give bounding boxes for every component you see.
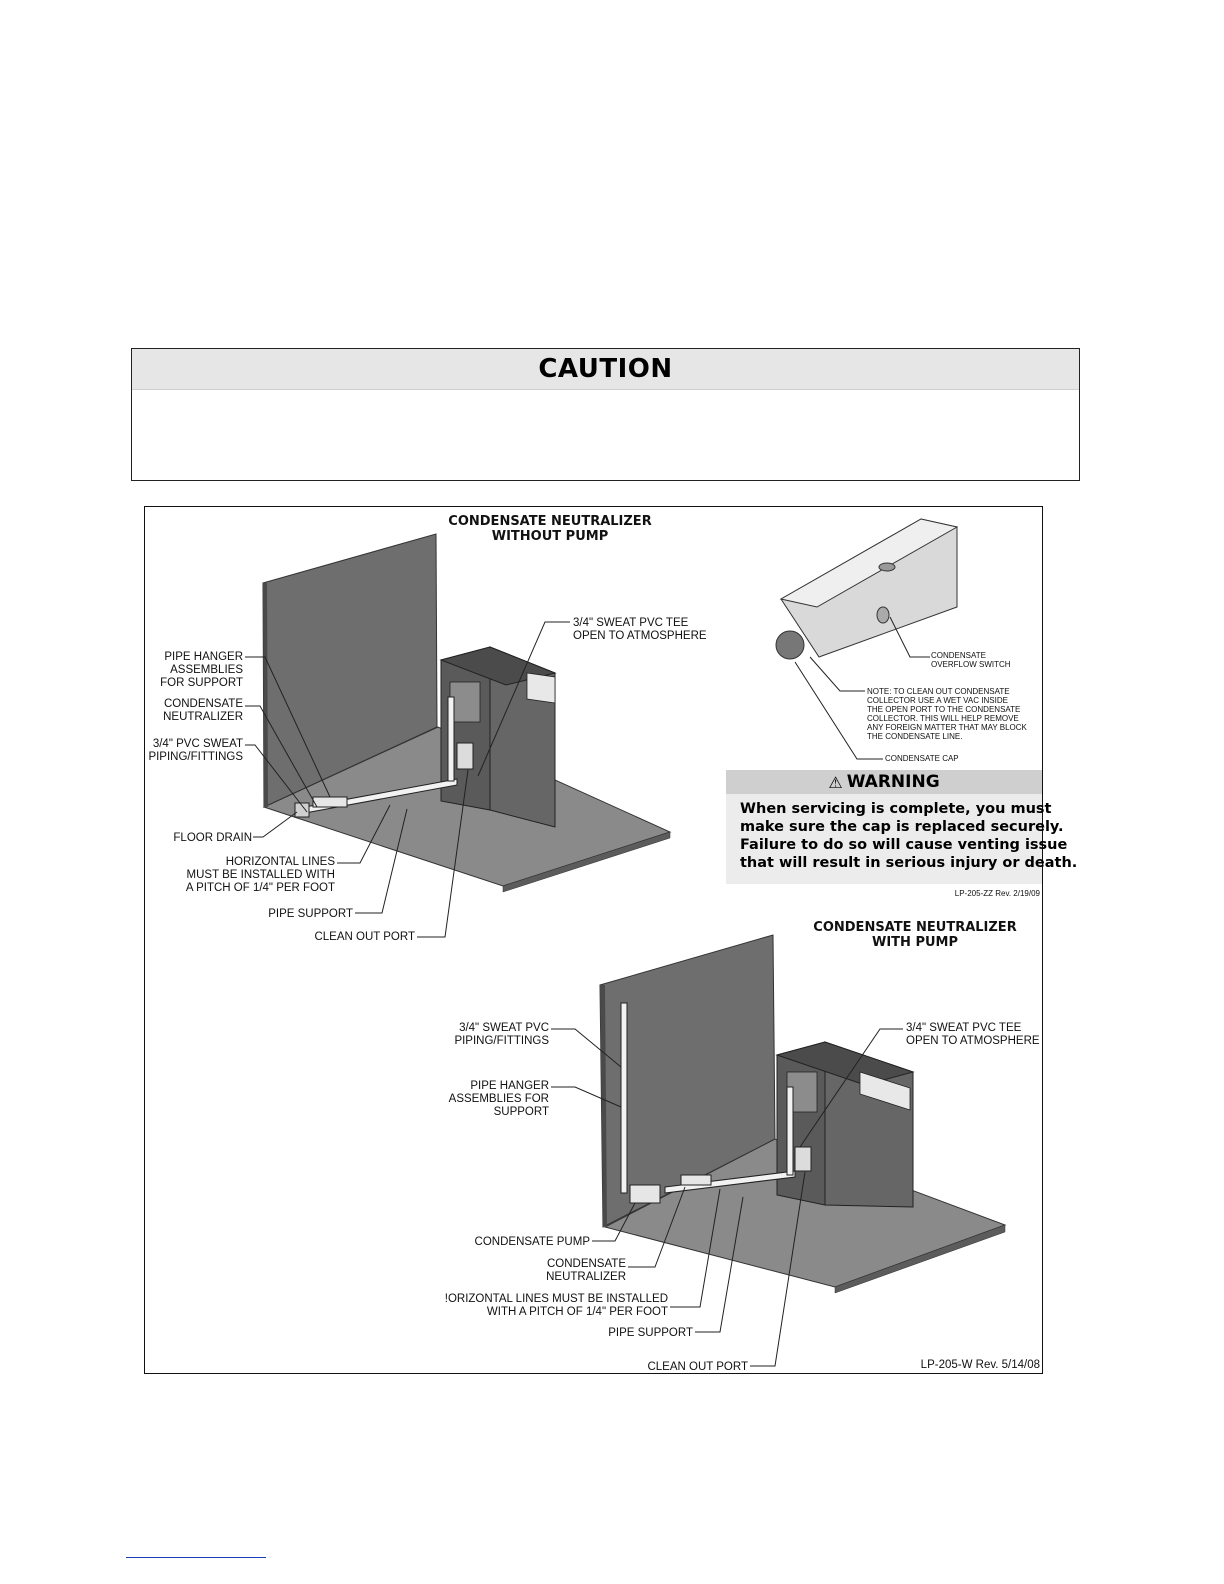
rev-bottom: LP-205-W Rev. 5/14/08 — [921, 1359, 1040, 1371]
footnote-rule — [126, 1557, 266, 1558]
bottom-neutralizer-label-1: CONDENSATE — [547, 1258, 626, 1270]
top-title-line1: CONDENSATE NEUTRALIZER — [448, 514, 651, 529]
top-neutralizer-label-1: CONDENSATE — [164, 698, 243, 710]
note-label-1: NOTE: TO CLEAN OUT CONDENSATE — [867, 687, 1010, 696]
detail-leader-lines — [794, 616, 930, 760]
note-label-5: ANY FOREIGN MATTER THAT MAY BLOCK — [867, 723, 1028, 732]
bottom-clean-out-label: CLEAN OUT PORT — [647, 1361, 748, 1373]
bottom-leader-lines — [551, 1028, 903, 1367]
warning-line-3: Failure to do so will cause venting issu… — [740, 837, 1068, 853]
top-horizontal-label-2: MUST BE INSTALLED WITH — [187, 869, 335, 881]
installation-diagram: CONDENSATE NEUTRALIZER WITHOUT PUMP 3/4"… — [148, 514, 1041, 1373]
top-pipe-support-label: PIPE SUPPORT — [268, 908, 353, 920]
bottom-hanger-label-1: PIPE HANGER — [470, 1080, 549, 1092]
bottom-horizontal-label-1: !ORIZONTAL LINES MUST BE INSTALLED — [445, 1293, 668, 1305]
caution-title: CAUTION — [538, 354, 673, 384]
collector-detail: CONDENSATE OVERFLOW SWITCH NOTE: TO CLEA… — [775, 518, 1028, 763]
bottom-piping — [620, 1002, 812, 1204]
top-floor-drain-label: FLOOR DRAIN — [173, 832, 252, 844]
top-piping — [294, 696, 474, 818]
bottom-hanger-label-3: SUPPORT — [494, 1106, 549, 1118]
note-label-3: THE OPEN PORT TO THE CONDENSATE — [867, 705, 1020, 714]
caution-header: CAUTION — [132, 349, 1079, 390]
note-label-4: COLLECTOR. THIS WILL HELP REMOVE — [867, 714, 1019, 723]
bottom-tee-label-1: 3/4" SWEAT PVC TEE — [906, 1022, 1022, 1034]
condensate-cap-label: CONDENSATE CAP — [885, 754, 959, 763]
bottom-boiler — [775, 1041, 915, 1208]
bottom-wall — [599, 934, 776, 1228]
overflow-switch-label-2: OVERFLOW SWITCH — [931, 660, 1011, 669]
condensate-diagram-figure: CONDENSATE NEUTRALIZER WITHOUT PUMP 3/4"… — [144, 506, 1078, 1374]
top-tee-label-1: 3/4" SWEAT PVC TEE — [573, 617, 689, 629]
top-clean-out-label: CLEAN OUT PORT — [314, 931, 415, 943]
overflow-switch-label-1: CONDENSATE — [931, 651, 986, 660]
rev-top: LP-205-ZZ Rev. 2/19/09 — [955, 889, 1041, 898]
warning-panel: ⚠ WARNING When servicing is complete, yo… — [726, 770, 1078, 884]
top-piping-label-1: 3/4" PVC SWEAT — [153, 738, 243, 750]
bottom-scene: CONDENSATE NEUTRALIZER WITH PUMP 3/4" SW… — [445, 920, 1040, 1373]
top-horizontal-label-3: A PITCH OF 1/4" PER FOOT — [186, 882, 335, 894]
warning-line-1: When servicing is complete, you must — [740, 801, 1052, 817]
top-scene: CONDENSATE NEUTRALIZER WITHOUT PUMP 3/4"… — [148, 514, 706, 943]
warning-triangle-icon: ⚠ — [828, 772, 843, 792]
top-tee-label-2: OPEN TO ATMOSPHERE — [573, 630, 707, 642]
caution-box: CAUTION — [131, 348, 1080, 481]
note-label-2: COLLECTOR USE A WET VAC INSIDE — [867, 696, 1008, 705]
bottom-horizontal-label-2: WITH A PITCH OF 1/4" PER FOOT — [487, 1306, 668, 1318]
top-neutralizer-label-2: NEUTRALIZER — [163, 711, 243, 723]
top-hanger-label-2: ASSEMBLIES — [170, 664, 243, 676]
top-leader-lines — [245, 621, 570, 938]
bottom-pump-label: CONDENSATE PUMP — [475, 1236, 591, 1248]
bottom-floor-edge — [834, 1224, 1006, 1294]
bottom-neutralizer-label-2: NEUTRALIZER — [546, 1271, 626, 1283]
bottom-piping-label-1: 3/4" SWEAT PVC — [459, 1022, 549, 1034]
top-wall-edge — [263, 583, 268, 807]
warning-header: ⚠ WARNING — [726, 770, 1042, 794]
bottom-pipe-support-label: PIPE SUPPORT — [608, 1327, 693, 1339]
bottom-piping-label-2: PIPING/FITTINGS — [454, 1035, 549, 1047]
top-wall — [262, 533, 438, 808]
bottom-hanger-label-2: ASSEMBLIES FOR — [449, 1093, 549, 1105]
bottom-tee-label-2: OPEN TO ATMOSPHERE — [906, 1035, 1040, 1047]
bottom-title-line2: WITH PUMP — [872, 935, 958, 950]
warning-body: When servicing is complete, you must mak… — [726, 794, 1078, 884]
top-hanger-label-1: PIPE HANGER — [164, 651, 243, 663]
note-label-6: THE CONDENSATE LINE. — [867, 732, 962, 741]
top-hanger-label-3: FOR SUPPORT — [160, 677, 243, 689]
bottom-wall-edge — [600, 985, 607, 1227]
bottom-title-line1: CONDENSATE NEUTRALIZER — [813, 920, 1016, 935]
warning-line-2: make sure the cap is replaced securely. — [740, 819, 1064, 835]
top-piping-label-2: PIPING/FITTINGS — [148, 751, 243, 763]
warning-title: WARNING — [846, 772, 940, 792]
top-title-line2: WITHOUT PUMP — [492, 529, 608, 544]
top-boiler — [439, 646, 557, 828]
top-floor-edge — [502, 831, 671, 893]
top-horizontal-label-1: HORIZONTAL LINES — [226, 856, 336, 868]
warning-line-4: that will result in serious injury or de… — [740, 855, 1078, 871]
